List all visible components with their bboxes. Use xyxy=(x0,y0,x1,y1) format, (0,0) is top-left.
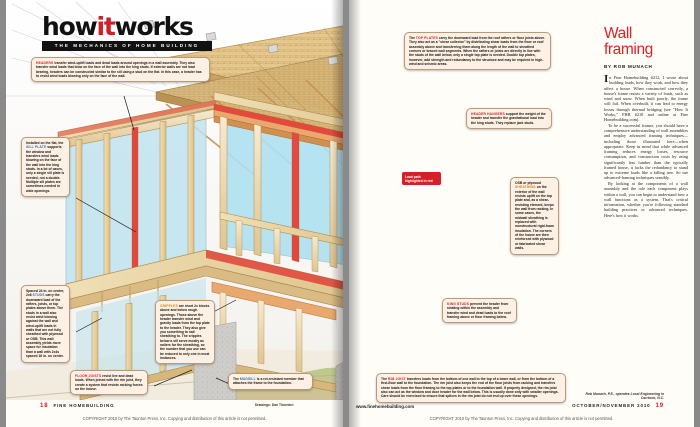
callout-sill-plate-pre: Installed on the flat, the xyxy=(26,141,64,145)
masthead-title: howitworks xyxy=(42,14,212,40)
callout-king-studs: KING STUDS prevent the header from rotat… xyxy=(442,298,517,324)
callout-cripples: CRIPPLES are short 2x blocks above and b… xyxy=(155,300,215,365)
page-number-left: 18 xyxy=(40,403,49,409)
callout-top-plates: The TOP PLATES carry the downward load f… xyxy=(404,32,551,71)
callout-mudsill-keyword: MUDSILL xyxy=(239,377,256,381)
website-url[interactable]: www.finehomebuilding.com xyxy=(356,404,415,409)
copyright-notice-right: COPYRIGHT 2010 by The Taunton Press, Inc… xyxy=(429,416,614,421)
callout-header-hangers: HEADER HANGERS support the weight of the… xyxy=(466,108,552,130)
callout-headers: HEADERS transfer wind-uplift loads and d… xyxy=(31,57,210,83)
callout-studs-text: carry the downward load of the rafters, … xyxy=(26,293,64,359)
folio-right: OCTOBER/NOVEMBER 2010 19 xyxy=(572,403,664,409)
callout-osb-sheathing-pre: OSB or plywood xyxy=(515,181,542,185)
callout-top-plates-text: carry the downward load from the roof ra… xyxy=(409,36,546,67)
callout-osb-sheathing-text: on the exterior of the wall resists upli… xyxy=(515,185,554,251)
masthead-title-it: it xyxy=(96,12,115,41)
masthead-title-works: works xyxy=(114,12,194,41)
callout-studs-keyword: STUDS xyxy=(32,293,45,298)
callout-header-hangers-keyword: HEADER HANGERS xyxy=(471,112,505,116)
callout-king-studs-keyword: KING STUDS xyxy=(447,302,470,306)
masthead-title-how: how xyxy=(42,12,98,41)
page-number-right: 19 xyxy=(655,403,664,409)
callout-osb-sheathing-keyword: SHEATHING xyxy=(515,185,536,190)
article-dropcap: I xyxy=(604,73,609,85)
callout-rim-joist-pre: The xyxy=(381,377,388,381)
callout-osb-sheathing: OSB or plywood SHEATHING on the exterior… xyxy=(510,177,559,255)
callout-mudsill-pre: The xyxy=(233,377,240,381)
issue-date: OCTOBER/NOVEMBER 2010 xyxy=(572,403,651,408)
article-title-line2: framing xyxy=(604,40,653,58)
gutter-shadow-right xyxy=(349,0,361,427)
article-title-line1: Wall xyxy=(604,25,632,42)
article-paragraph-2: To be a successful framer, you should ha… xyxy=(604,122,688,181)
callout-sill-plate-text: supports the window and transfers wind l… xyxy=(26,145,65,193)
callout-rim-joist: The RIM JOIST transfers loads from the b… xyxy=(376,373,566,403)
callout-header-hangers-text: support the weight of the header and tra… xyxy=(471,112,546,125)
callout-cripples-keyword: CRIPPLES xyxy=(160,304,178,308)
folio-left: 18 FINE HOMEBUILDING xyxy=(40,403,114,409)
masthead-subtitle: THE MECHANICS OF HOME BUILDING xyxy=(42,41,212,51)
callout-sill-plate-keyword: SILL PLATE xyxy=(26,145,47,150)
masthead: howitworks THE MECHANICS OF HOME BUILDIN… xyxy=(42,14,212,51)
callout-top-plates-keyword: TOP PLATES xyxy=(415,36,438,40)
callout-studs-pre: Spaced 24 in. on center, 2x6 xyxy=(26,289,65,298)
callout-top-plates-pre: The xyxy=(409,36,416,40)
article-paragraph-1-text: n Fine Homebuilding #212, I wrote about … xyxy=(604,75,688,122)
article-title: Wall framing xyxy=(604,26,688,57)
callout-cripples-text: are short 2x blocks above and below roug… xyxy=(160,304,210,361)
callout-headers-text: transfer wind-uplift loads and dead load… xyxy=(36,61,202,79)
callout-rim-joist-text: transfers loads from the bottom of one w… xyxy=(381,377,559,399)
copyright-notice-left: COPYRIGHT 2010 by The Taunton Press, Inc… xyxy=(82,416,267,421)
callout-rim-joist-keyword: RIM JOIST xyxy=(387,377,406,381)
article-byline: BY ROB MUNACH xyxy=(604,64,653,69)
callout-floor-joists-keyword: FLOOR JOISTS xyxy=(75,374,102,378)
illustration-credit: Drawings: Dan Thornton xyxy=(255,403,294,407)
callout-studs: Spaced 24 in. on center, 2x6 STUDS carry… xyxy=(21,285,70,363)
callout-king-studs-text: prevent the header from rotating within … xyxy=(447,302,511,320)
callout-mudsill: The MUDSILL is a rot-resistant member th… xyxy=(228,373,313,390)
article-paragraph-3: By looking at the components of a wall a… xyxy=(604,181,688,218)
callout-floor-joists-text: resist live and dead loads. When joined … xyxy=(75,374,143,392)
article-author-credit: Rob Munach, P.E., operates Local Enginee… xyxy=(585,392,664,400)
callout-sill-plate: Installed on the flat, the SILL PLATE su… xyxy=(21,137,70,198)
load-path-legend: Load path highlighted in red xyxy=(402,172,441,186)
publication-name: FINE HOMEBUILDING xyxy=(53,403,115,408)
callout-floor-joists: FLOOR JOISTS resist live and dead loads.… xyxy=(70,370,148,396)
callout-mudsill-text: is a rot-resistant member that attaches … xyxy=(233,377,304,386)
callout-headers-keyword: HEADERS xyxy=(36,61,54,65)
